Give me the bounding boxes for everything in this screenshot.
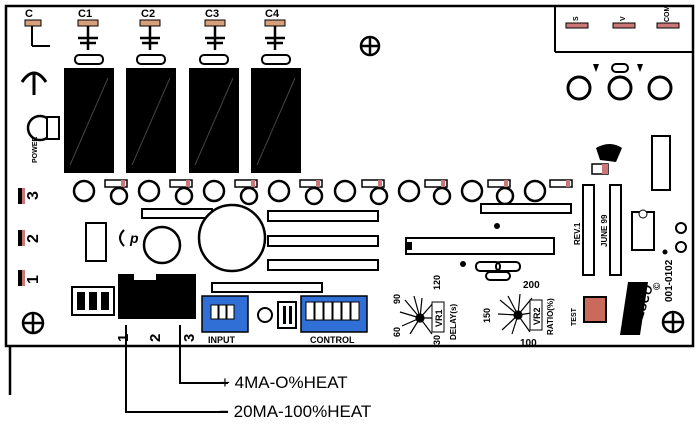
vr2-tick-200: 200 <box>523 280 540 291</box>
screw-terminal-small <box>71 286 115 316</box>
test-label: TEST <box>571 307 578 326</box>
part-number: 001-0102 <box>664 259 675 302</box>
cap-label-c3: C3 <box>205 8 219 20</box>
cap-label-c1: C1 <box>78 8 92 20</box>
side-number-1: 1 <box>25 275 42 284</box>
side-number-3: 3 <box>25 191 42 200</box>
copyright-mark: © <box>652 282 663 290</box>
cap-label-c: C <box>25 8 33 20</box>
terminal-label-v: V <box>620 16 627 21</box>
diode-row <box>104 179 573 188</box>
terminal-v <box>612 22 636 29</box>
vr2-label: RATIO(%) <box>546 298 555 335</box>
power-label: POWER <box>32 137 39 163</box>
control-label: CONTROL <box>310 335 355 345</box>
terminal-number-2: 2 <box>147 334 164 342</box>
vr1-tick-30: 30 <box>432 335 442 345</box>
mounting-hole-icon <box>359 35 381 57</box>
vr2-tick-150: 150 <box>482 308 492 323</box>
vr2-name: VR2 <box>532 307 542 325</box>
vr1-tick-120: 120 <box>432 275 442 290</box>
mounting-hole-icon <box>21 311 45 335</box>
jumper-icon <box>20 71 48 83</box>
ic-chip <box>405 237 555 255</box>
input-label: INPUT <box>208 335 236 345</box>
svg-text:p: p <box>129 230 139 246</box>
relay-blocks <box>64 54 301 173</box>
terminal-number-3: 3 <box>181 334 198 342</box>
cap-label-c2: C2 <box>141 8 155 20</box>
capacitor-strip <box>24 19 286 50</box>
test-button[interactable] <box>583 296 607 323</box>
terminal-number-1: 1 <box>115 334 132 342</box>
wiring-leads <box>125 325 228 413</box>
cap-label-c4: C4 <box>265 8 280 20</box>
terminal-label-s: S <box>573 16 580 21</box>
vr1-potentiometer <box>399 295 440 335</box>
date-label: JUNE 99 <box>600 214 609 247</box>
minus-wire-label: − 20MA-100%HEAT <box>219 402 372 421</box>
vr1-label: DELAY(s) <box>449 304 458 340</box>
vr1-name: VR1 <box>434 309 444 327</box>
vr2-tick-100: 100 <box>520 338 537 349</box>
terminal-label-com: COM <box>664 6 671 23</box>
side-number-2: 2 <box>25 234 42 243</box>
rev-label: REV.1 <box>573 222 582 245</box>
terminal-com <box>656 22 680 29</box>
transformer-icon <box>197 203 267 273</box>
plus-wire-label: + 4MA-O%HEAT <box>220 373 348 392</box>
vr1-tick-60: 60 <box>392 327 402 337</box>
screw-terminal-main <box>118 274 196 319</box>
vr1-tick-90: 90 <box>392 294 402 304</box>
component-row <box>72 179 547 206</box>
terminal-s <box>565 22 589 29</box>
mounting-hole-icon <box>661 310 685 334</box>
